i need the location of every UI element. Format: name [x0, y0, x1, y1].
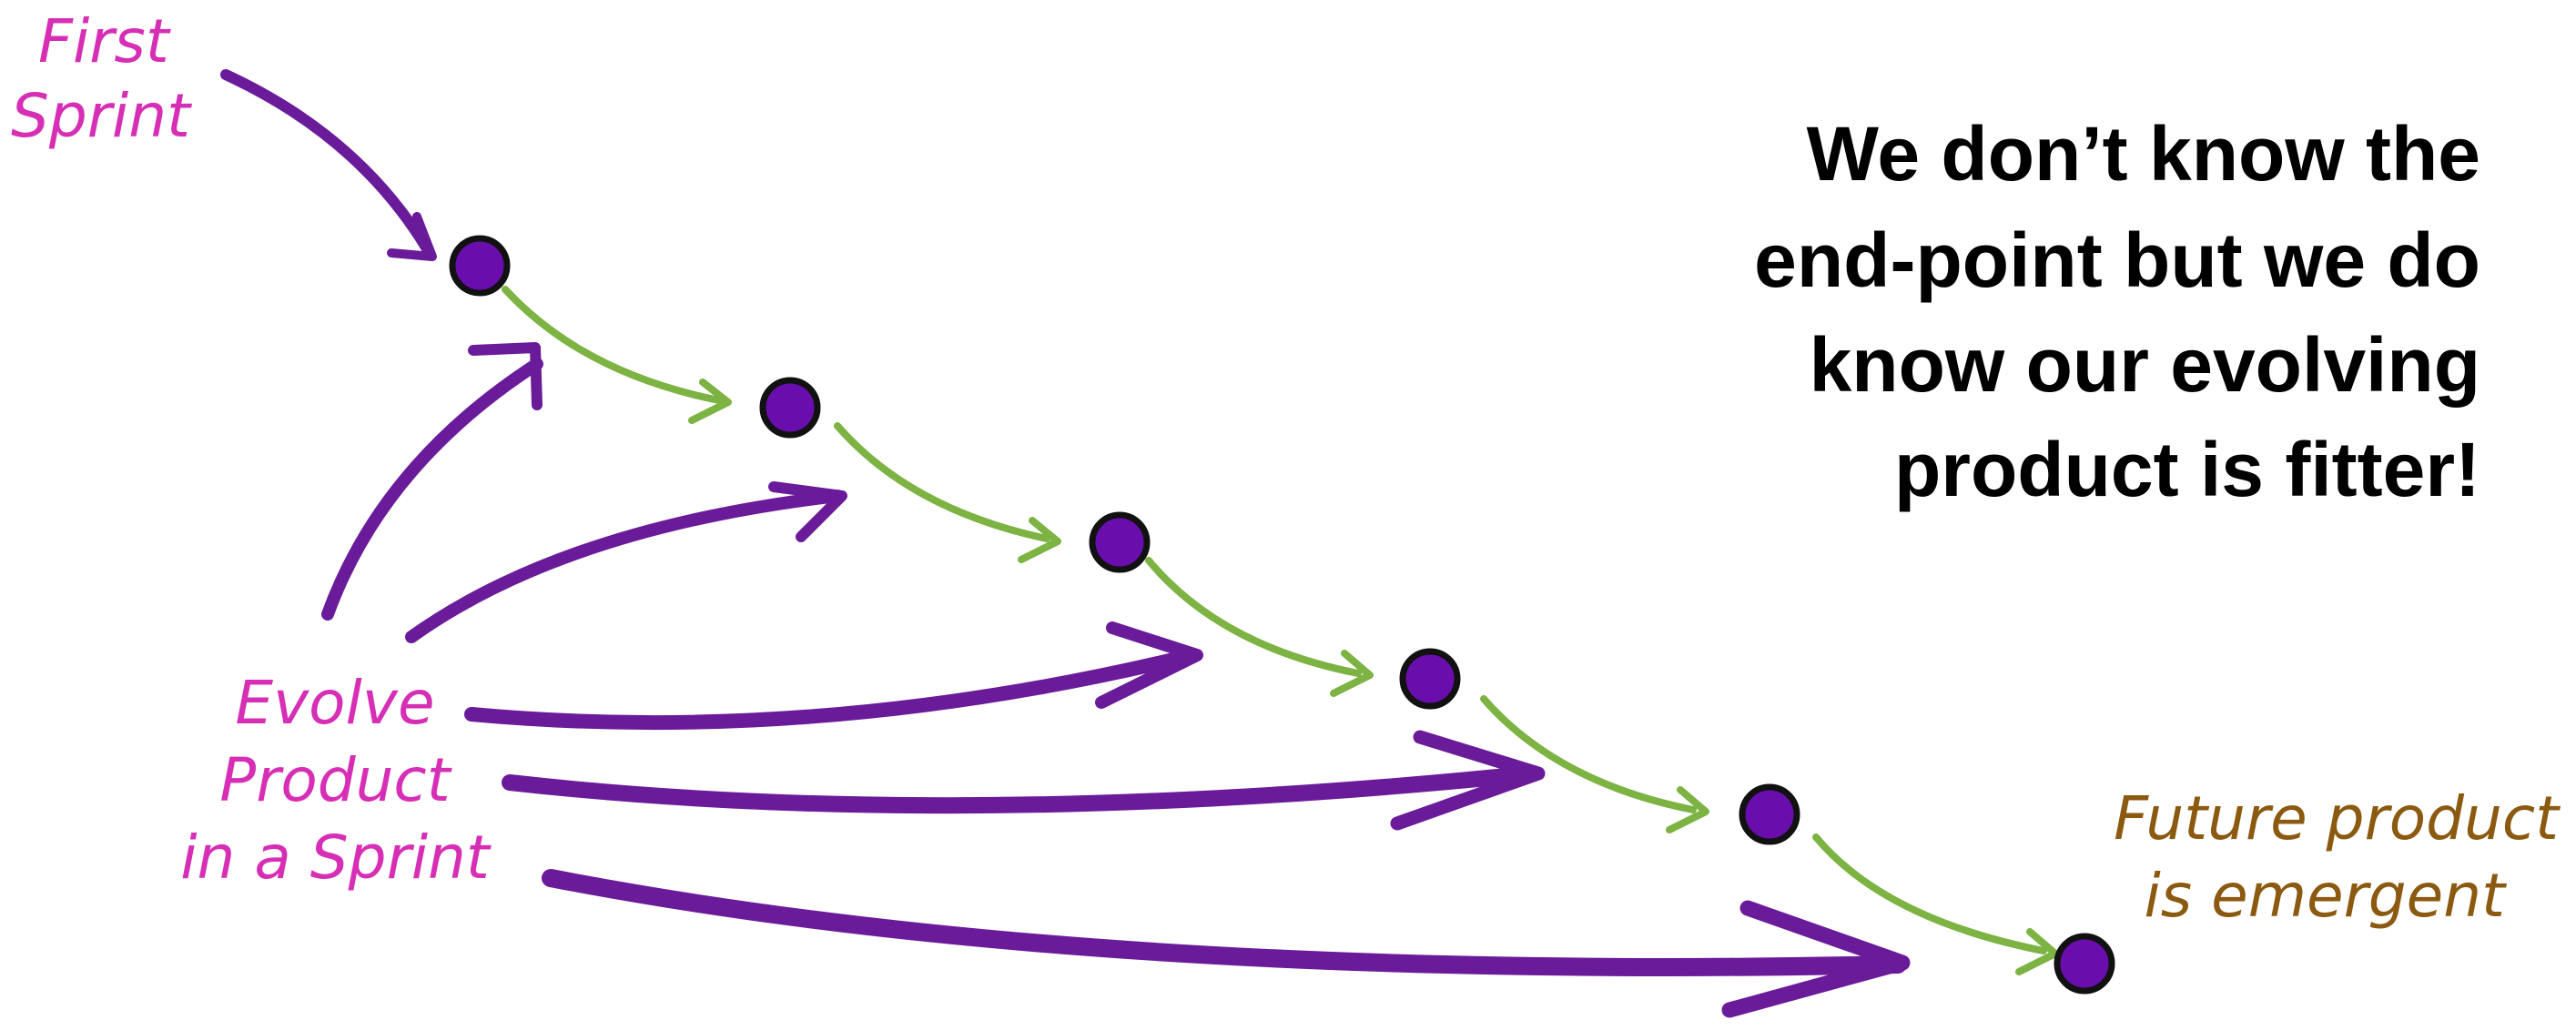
first-sprint-label-line1: First [38, 6, 171, 76]
first-sprint-label-line2: Sprint [11, 81, 192, 151]
sprint-nodes [449, 235, 2115, 995]
future-label-line2: is emergent [2144, 861, 2507, 931]
green-arrow-2 [834, 422, 1061, 563]
evolve-arrow-5 [542, 869, 1911, 1018]
sprint-node-1 [449, 235, 511, 297]
headline-line4: product is fitter! [1894, 427, 2480, 512]
evolve-label-line3: in a Sprint [180, 823, 492, 893]
sprint-node-2 [759, 377, 821, 439]
green-arrow-4 [1480, 695, 1709, 833]
headline-line1: We don’t know the [1807, 111, 2480, 197]
evolve-label-line2: Product [219, 745, 451, 815]
sprint-node-3 [1089, 511, 1151, 573]
green-arrow-1 [502, 286, 732, 424]
evolve-arrow-3 [464, 621, 1203, 731]
first-sprint-arrow [220, 69, 437, 261]
headline-line2: end-point but we do [1754, 217, 2480, 303]
green-arrow-5 [1812, 833, 2059, 975]
future-label-line1: Future product [2114, 783, 2561, 853]
evolve-label-line1: Evolve [235, 668, 434, 738]
green-arrow-3 [1145, 557, 1374, 697]
evolve-arrow-1 [321, 342, 543, 621]
sprint-node-5 [1739, 783, 1800, 845]
evolve-arrow-2 [405, 481, 847, 643]
progression-arrows [502, 286, 2059, 975]
sprint-node-4 [1399, 648, 1461, 710]
evolve-arrows [321, 342, 1911, 1018]
headline: We don’t know the end-point but we do kn… [1754, 111, 2480, 512]
evolve-arrow-4 [502, 730, 1546, 831]
sprint-node-6 [2054, 933, 2115, 995]
headline-line3: know our evolving [1810, 322, 2480, 408]
